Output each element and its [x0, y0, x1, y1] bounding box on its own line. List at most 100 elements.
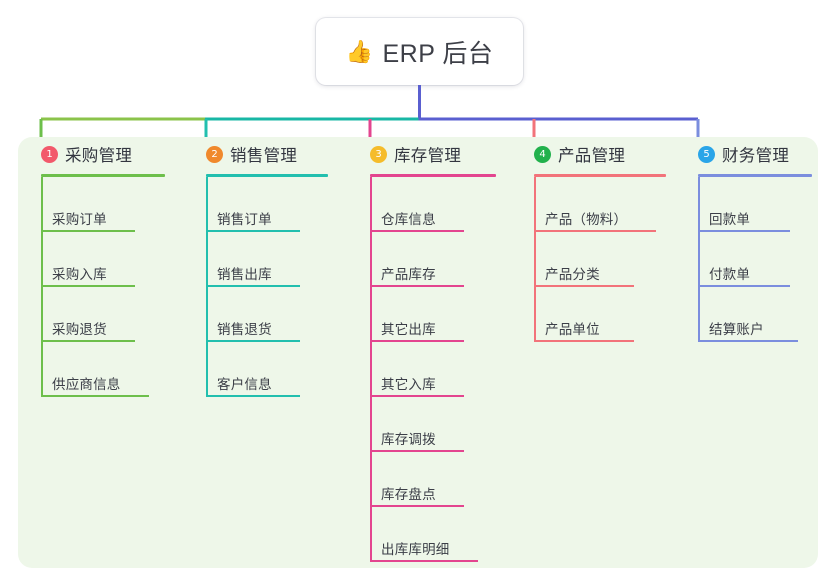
column-items-3: 仓库信息产品库存其它出库其它入库库存调拨库存盘点出库库明细 [349, 177, 501, 562]
list-item-label: 库存调拨 [381, 432, 436, 447]
column-badge-5: 5 [698, 145, 715, 163]
column-spine-5 [698, 177, 700, 342]
list-item-label: 付款单 [709, 267, 751, 282]
list-item-rule [698, 285, 790, 287]
column-2: 2 销售管理销售订单销售出库销售退货客户信息 [185, 137, 333, 397]
column-rule-1 [41, 174, 165, 177]
list-item[interactable]: 产品（物料） [513, 177, 671, 232]
column-spine-1 [41, 177, 43, 397]
list-item-rule [370, 560, 478, 562]
list-item[interactable]: 库存调拨 [349, 397, 501, 452]
list-item-label: 产品分类 [545, 267, 600, 282]
list-item[interactable]: 产品单位 [513, 287, 671, 342]
list-item[interactable]: 采购订单 [20, 177, 170, 232]
column-header-2[interactable]: 2 销售管理 [185, 137, 333, 171]
list-item-label: 其它出库 [381, 322, 436, 337]
list-item-rule [41, 340, 135, 342]
list-item[interactable]: 销售订单 [185, 177, 333, 232]
list-item[interactable]: 仓库信息 [349, 177, 501, 232]
list-item-rule [206, 230, 300, 232]
list-item-rule [370, 450, 464, 452]
column-3: 3 库存管理仓库信息产品库存其它出库其它入库库存调拨库存盘点出库库明细 [349, 137, 501, 562]
list-item-label: 结算账户 [709, 322, 764, 337]
column-badge-3: 3 [370, 145, 387, 163]
list-item[interactable]: 销售出库 [185, 232, 333, 287]
list-item-rule [698, 230, 790, 232]
list-item[interactable]: 销售退货 [185, 287, 333, 342]
column-items-1: 采购订单采购入库采购退货供应商信息 [20, 177, 170, 397]
list-item[interactable]: 付款单 [677, 232, 817, 287]
list-item[interactable]: 供应商信息 [20, 342, 170, 397]
list-item-label: 供应商信息 [52, 377, 121, 392]
list-item[interactable]: 产品库存 [349, 232, 501, 287]
list-item-label: 产品库存 [381, 267, 436, 282]
list-item[interactable]: 其它出库 [349, 287, 501, 342]
column-header-1[interactable]: 1 采购管理 [20, 137, 170, 171]
column-title-4: 产品管理 [558, 147, 626, 165]
list-item-label: 采购退货 [52, 322, 107, 337]
list-item[interactable]: 其它入库 [349, 342, 501, 397]
list-item-label: 销售退货 [217, 322, 272, 337]
list-item-rule [206, 395, 300, 397]
list-item-rule [41, 395, 149, 397]
list-item-label: 采购订单 [52, 212, 107, 227]
column-rule-5 [698, 174, 812, 177]
list-item-rule [534, 340, 634, 342]
mindmap-panel: 1 采购管理采购订单采购入库采购退货供应商信息 2 销售管理销售订单销售出库销售退货客… [18, 137, 818, 568]
list-item-label: 仓库信息 [381, 212, 436, 227]
list-item[interactable]: 库存盘点 [349, 452, 501, 507]
list-item-rule [206, 285, 300, 287]
list-item-rule [534, 230, 656, 232]
column-rule-4 [534, 174, 666, 177]
list-item[interactable]: 客户信息 [185, 342, 333, 397]
column-title-3: 库存管理 [394, 147, 462, 165]
list-item[interactable]: 出库库明细 [349, 507, 501, 562]
list-item[interactable]: 产品分类 [513, 232, 671, 287]
list-item-label: 产品单位 [545, 322, 600, 337]
list-item[interactable]: 回款单 [677, 177, 817, 232]
column-items-5: 回款单付款单结算账户 [677, 177, 817, 342]
list-item-label: 库存盘点 [381, 487, 436, 502]
list-item-rule [370, 505, 464, 507]
list-item-rule [370, 230, 464, 232]
list-item[interactable]: 采购入库 [20, 232, 170, 287]
column-spine-3 [370, 177, 372, 562]
list-item[interactable]: 结算账户 [677, 287, 817, 342]
root-title-text: ERP 后台 [382, 39, 494, 68]
column-badge-2: 2 [206, 145, 223, 163]
thumbs-up-icon: 👍 [345, 38, 374, 64]
column-rule-3 [370, 174, 496, 177]
list-item-rule [206, 340, 300, 342]
list-item[interactable]: 采购退货 [20, 287, 170, 342]
list-item-rule [370, 340, 464, 342]
list-item-label: 销售出库 [217, 267, 272, 282]
root-title-card[interactable]: 👍 ERP 后台 [316, 18, 523, 85]
list-item-label: 销售订单 [217, 212, 272, 227]
column-badge-4: 4 [534, 145, 551, 163]
list-item-rule [370, 285, 464, 287]
list-item-label: 产品（物料） [545, 212, 628, 227]
list-item-label: 客户信息 [217, 377, 272, 392]
column-spine-2 [206, 177, 208, 397]
page-title: 👍 ERP 后台 [346, 34, 494, 70]
column-items-4: 产品（物料） 产品分类产品单位 [513, 177, 671, 342]
list-item-rule [41, 230, 135, 232]
list-item-rule [370, 395, 464, 397]
column-title-1: 采购管理 [65, 147, 133, 165]
list-item-label: 回款单 [709, 212, 751, 227]
list-item-rule [534, 285, 634, 287]
column-4: 4 产品管理产品（物料） 产品分类产品单位 [513, 137, 671, 342]
list-item-label: 其它入库 [381, 377, 436, 392]
column-spine-4 [534, 177, 536, 342]
list-item-rule [41, 285, 135, 287]
column-rule-2 [206, 174, 328, 177]
column-header-4[interactable]: 4 产品管理 [513, 137, 671, 171]
column-title-2: 销售管理 [230, 147, 298, 165]
list-item-label: 采购入库 [52, 267, 107, 282]
column-badge-1: 1 [41, 145, 58, 163]
column-items-2: 销售订单销售出库销售退货客户信息 [185, 177, 333, 397]
column-header-3[interactable]: 3 库存管理 [349, 137, 501, 171]
list-item-label: 出库库明细 [381, 542, 450, 557]
